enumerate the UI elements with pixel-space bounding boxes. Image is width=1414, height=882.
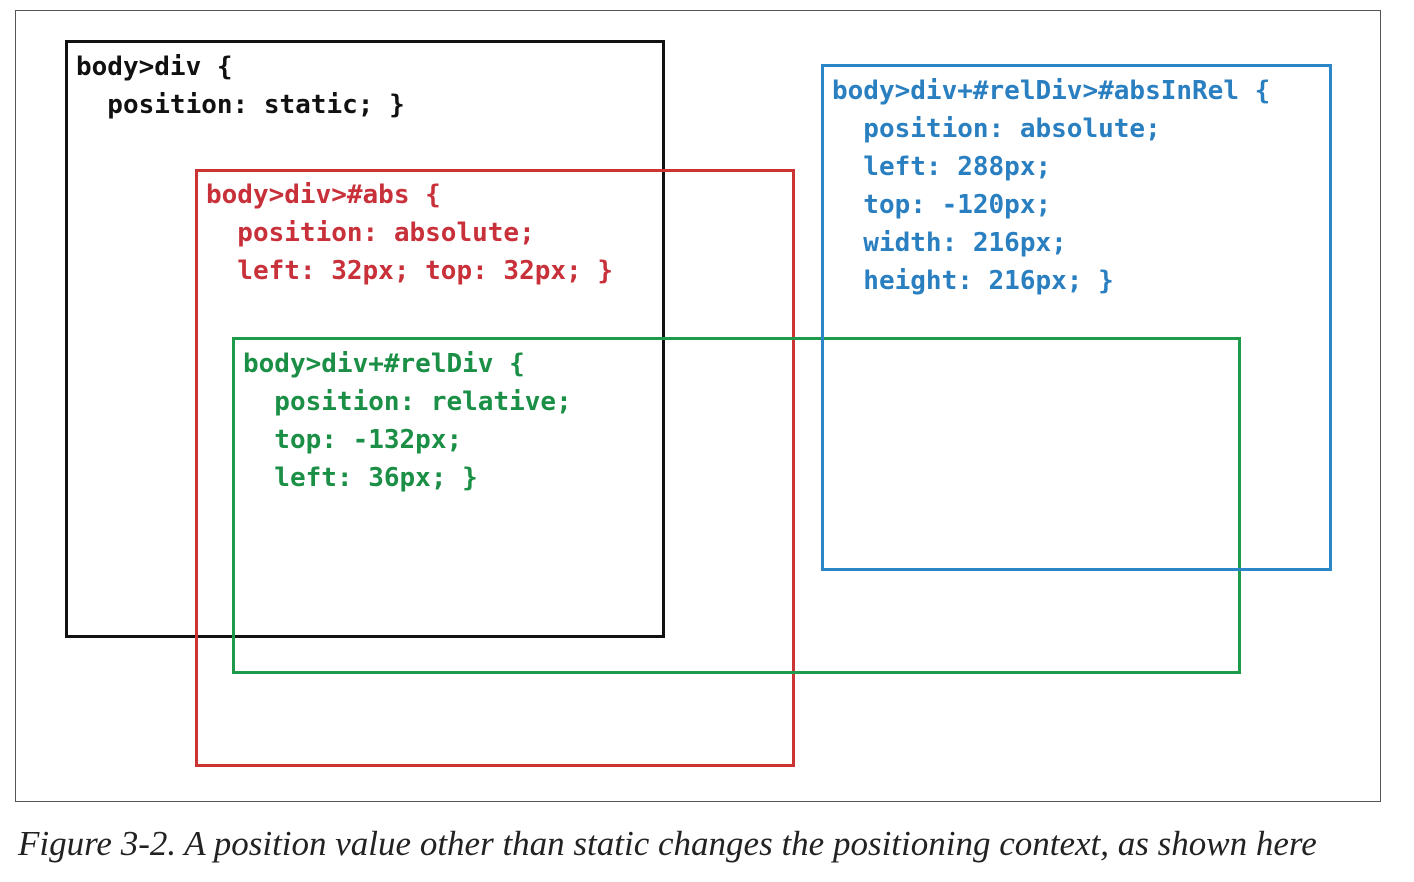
static-div-code: body>div { position: static; }	[76, 52, 405, 120]
abs-div-box	[195, 169, 795, 767]
reldiv-box	[232, 337, 1241, 674]
absinrel-code: body>div+#relDiv>#absInRel { position: a…	[832, 76, 1271, 296]
absinrel-box	[821, 64, 1332, 571]
figure-frame	[15, 10, 1381, 802]
figure-caption: Figure 3-2. A position value other than …	[18, 824, 1317, 863]
abs-div-code: body>div>#abs { position: absolute; left…	[206, 180, 613, 286]
reldiv-code: body>div+#relDiv { position: relative; t…	[243, 349, 572, 493]
